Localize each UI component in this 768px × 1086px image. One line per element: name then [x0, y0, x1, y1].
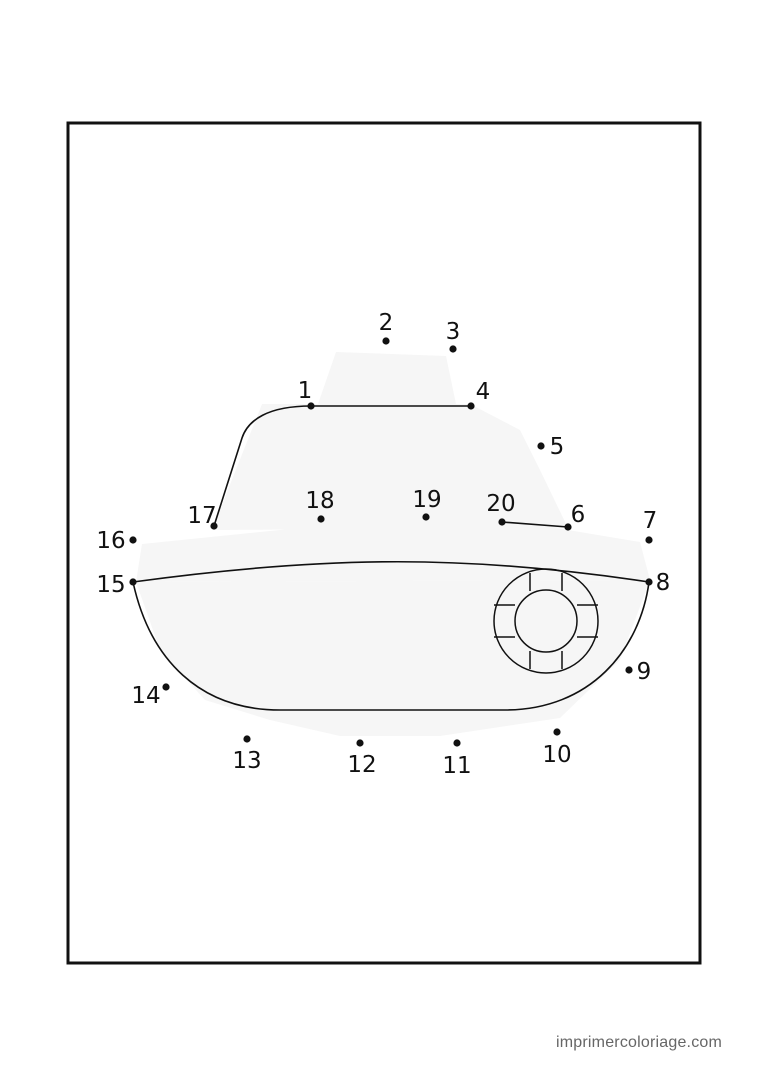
dot-4: [467, 402, 475, 410]
dot-10: [553, 728, 561, 736]
dot-3: [449, 345, 457, 353]
dot-label-16: 16: [96, 528, 125, 554]
dot-label-1: 1: [298, 378, 313, 404]
dot-label-9: 9: [637, 659, 652, 685]
site-credit: imprimercoloriage.com: [556, 1034, 723, 1051]
cabin-side-line: [213, 405, 312, 527]
dot-13: [243, 735, 251, 743]
dot-18: [317, 515, 325, 523]
dot-8: [645, 578, 653, 586]
dot-19: [422, 513, 430, 521]
dot-9: [625, 666, 633, 674]
dot-label-11: 11: [442, 753, 471, 779]
life-ring: [493, 568, 599, 674]
boat-outline: [132, 405, 650, 711]
dot-label-14: 14: [131, 683, 160, 709]
dot-1: [307, 402, 315, 410]
dot-label-5: 5: [550, 434, 565, 460]
dot-16: [129, 536, 137, 544]
dot-label-19: 19: [412, 487, 441, 513]
dot-6: [564, 523, 572, 531]
dot-12: [356, 739, 364, 747]
page-frame: [66, 121, 702, 965]
dot-17: [210, 522, 218, 530]
dot-label-10: 10: [542, 742, 571, 768]
dot-label-17: 17: [187, 503, 216, 529]
dot-label-15: 15: [96, 572, 125, 598]
dot-label-3: 3: [446, 319, 461, 345]
dot-label-8: 8: [656, 570, 671, 596]
dot-label-4: 4: [476, 379, 491, 405]
deck-line-20-6: [501, 521, 569, 528]
dot-7: [645, 536, 653, 544]
dot-label-2: 2: [379, 310, 394, 336]
dot-label-20: 20: [486, 491, 515, 517]
dot-label-18: 18: [305, 488, 334, 514]
dot-2: [382, 337, 390, 345]
dot-label-6: 6: [571, 502, 586, 528]
boat-silhouette: [136, 352, 650, 736]
dot-20: [498, 518, 506, 526]
dot-11: [453, 739, 461, 747]
hull-top-line: [132, 560, 650, 583]
dot-14: [162, 683, 170, 691]
dot-label-7: 7: [643, 508, 658, 534]
dot-15: [129, 578, 137, 586]
dot-label-12: 12: [347, 752, 376, 778]
dot-5: [537, 442, 545, 450]
hull-body-line: [132, 581, 650, 711]
dot-label-13: 13: [232, 748, 261, 774]
